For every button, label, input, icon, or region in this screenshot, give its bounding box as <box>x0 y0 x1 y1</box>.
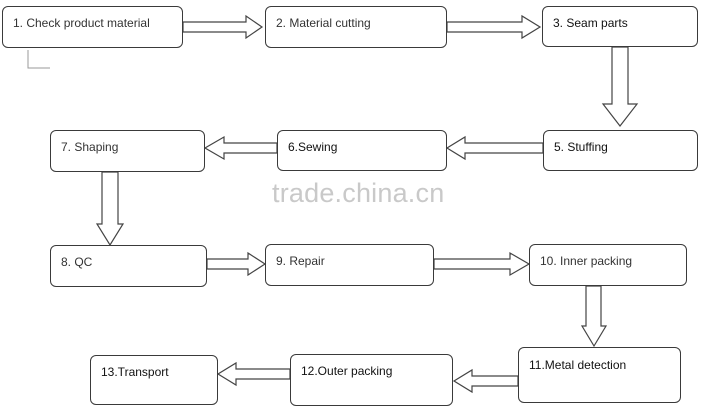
arrow-step6-to-step7 <box>203 135 278 161</box>
arrow-step1-to-step2 <box>182 14 264 40</box>
step-8-qc: 8. QC <box>50 245 207 287</box>
arrow-step7-to-step8 <box>95 171 125 247</box>
arrow-step3-to-step5 <box>601 46 639 127</box>
watermark-text: trade.china.cn <box>272 178 445 208</box>
arrow-step8-to-step9 <box>206 251 267 277</box>
step-3-seam-parts: 3. Seam parts <box>542 6 698 47</box>
arrow-step11-to-step12 <box>452 368 519 394</box>
decorative-bracket <box>27 50 50 69</box>
step-11-metal-detection: 11.Metal detection <box>518 347 681 403</box>
step-10-inner-packing: 10. Inner packing <box>529 244 687 286</box>
arrow-step5-to-step6 <box>445 135 544 161</box>
step-1-check-product-material: 1. Check product material <box>2 6 183 48</box>
arrow-step12-to-step13 <box>216 361 291 387</box>
step-13-transport: 13.Transport <box>90 355 218 405</box>
arrow-step9-to-step10 <box>433 251 531 277</box>
step-5-stuffing: 5. Stuffing <box>543 130 698 171</box>
arrow-step10-to-step11 <box>580 285 608 348</box>
step-2-material-cutting: 2. Material cutting <box>265 6 447 48</box>
step-9-repair: 9. Repair <box>265 244 434 286</box>
step-12-outer-packing: 12.Outer packing <box>290 354 453 406</box>
step-6-sewing: 6.Sewing <box>277 130 447 171</box>
arrow-step2-to-step3 <box>446 14 542 40</box>
step-7-shaping: 7. Shaping <box>50 130 205 172</box>
